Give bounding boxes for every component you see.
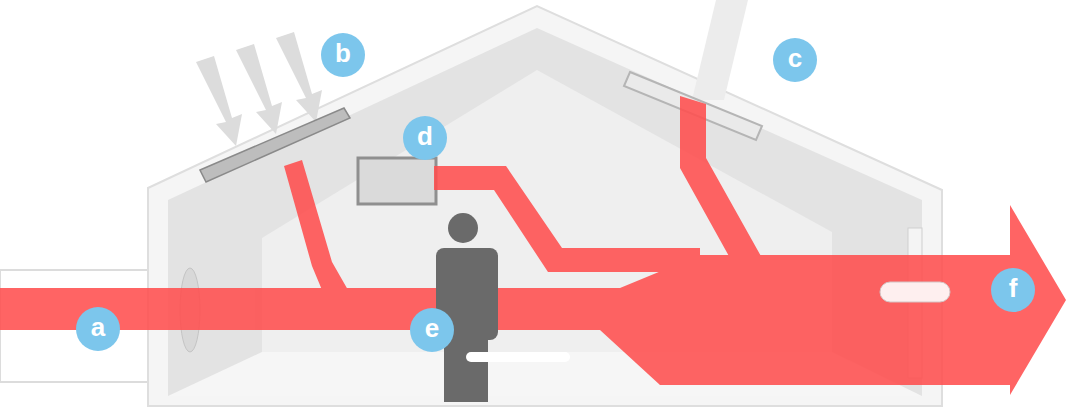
floor-slot — [466, 352, 570, 362]
heat-flow — [0, 96, 1066, 395]
callout-number: d — [403, 116, 447, 160]
callout-letter: d — [417, 121, 433, 151]
callout-letter: c — [788, 43, 802, 73]
callout-number: e — [410, 308, 454, 352]
callout-letter: a — [91, 312, 105, 342]
callout-number: c — [773, 38, 817, 82]
light-beam — [692, 0, 748, 100]
callout-number: f — [991, 268, 1035, 312]
solar-panel — [200, 108, 350, 182]
callout-letter: e — [425, 313, 439, 343]
outlet-slot — [880, 282, 950, 302]
person — [436, 213, 498, 402]
callout-number: b — [321, 33, 365, 77]
callout-letter: b — [335, 38, 351, 68]
monitor — [358, 158, 436, 204]
callout-number: a — [76, 307, 120, 351]
callout-letter: f — [1009, 273, 1018, 303]
